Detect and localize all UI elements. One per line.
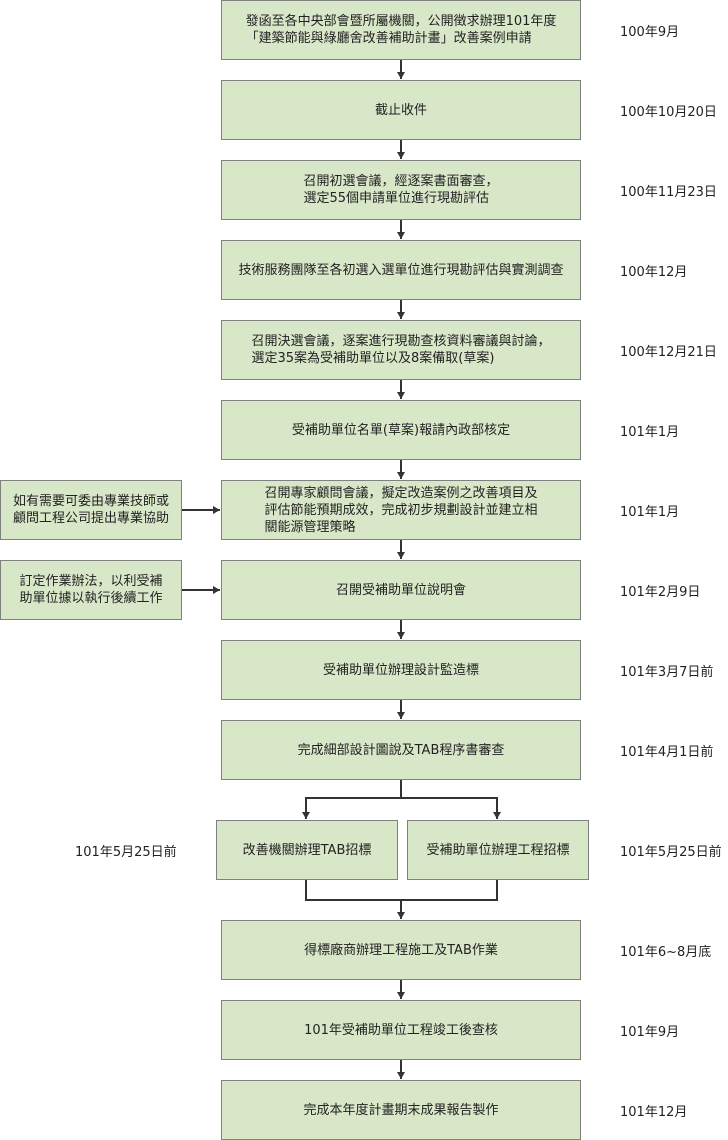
arrowhead-icon [493, 812, 501, 819]
arrowhead-icon [397, 552, 405, 559]
flow-step-split-right: 受補助單位辦理工程招標 [407, 820, 589, 880]
flow-step-split-right-text: 受補助單位辦理工程招標 [426, 842, 570, 858]
step-date: 101年1月 [620, 505, 680, 520]
flow-step: 完成本年度計畫期末成果報告製作 [221, 1080, 581, 1140]
flow-step-text: 技術服務團隊至各初選入選單位進行現勘評估與實測調查 [238, 262, 564, 278]
flow-step: 101年受補助單位工程竣工後查核 [221, 1000, 581, 1060]
arrowhead-icon [213, 586, 220, 594]
flow-step-text: 完成細部設計圖說及TAB程序書審查 [297, 742, 505, 758]
arrowhead-icon [397, 1072, 405, 1079]
connector-line [401, 797, 498, 819]
side-note-text: 如有需要可委由專業技師或 顧問工程公司提出專業協助 [12, 494, 169, 526]
step-date: 101年1月 [620, 425, 680, 440]
flow-step-text: 完成本年度計畫期末成果報告製作 [303, 1102, 499, 1118]
split-date-left: 101年5月25日前 [75, 845, 177, 860]
flow-step: 召開決選會議，逐案進行現勘查核資料審議與討論， 選定35案為受補助單位以及8案備… [221, 320, 581, 380]
flow-step: 召開專家顧問會議，擬定改造案例之改善項目及 評估節能預期成效，完成初步規劃設計並… [221, 480, 581, 540]
step-date: 100年9月 [620, 25, 680, 40]
step-date: 100年10月20日 [620, 105, 717, 120]
arrowhead-icon [302, 812, 310, 819]
flow-step: 召開受補助單位說明會 [221, 560, 581, 620]
step-date: 101年4月1日前 [620, 745, 714, 760]
arrowhead-icon [397, 72, 405, 79]
flow-step-text: 召開受補助單位說明會 [335, 582, 466, 598]
arrowhead-icon [397, 312, 405, 319]
side-note: 訂定作業辦法，以利受補 助單位據以執行後續工作 [0, 560, 182, 620]
connector-line [305, 880, 498, 901]
step-date: 101年6~8月底 [620, 945, 712, 960]
flow-step-text: 召開決選會議，逐案進行現勘查核資料審議與討論， 選定35案為受補助單位以及8案備… [251, 334, 551, 366]
side-note-text: 訂定作業辦法，以利受補 助單位據以執行後續工作 [19, 574, 163, 606]
flow-step-text: 受補助單位辦理設計監造標 [322, 662, 479, 678]
flow-step-split-left-text: 改善機關辦理TAB招標 [242, 842, 372, 858]
flow-step: 召開初選會議，經逐案書面審查， 選定55個申請單位進行現勘評估 [221, 160, 581, 220]
connector-line [305, 780, 402, 819]
flow-step: 完成細部設計圖說及TAB程序書審查 [221, 720, 581, 780]
step-date: 101年3月7日前 [620, 665, 714, 680]
split-date-right: 101年5月25日前 [620, 845, 722, 860]
step-date: 101年12月 [620, 1105, 688, 1120]
flow-step-text: 召開初選會議，經逐案書面審查， 選定55個申請單位進行現勘評估 [303, 174, 499, 206]
arrowhead-icon [213, 506, 220, 514]
flow-step: 技術服務團隊至各初選入選單位進行現勘評估與實測調查 [221, 240, 581, 300]
step-date: 100年12月 [620, 265, 688, 280]
flow-step-text: 召開專家顧問會議，擬定改造案例之改善項目及 評估節能預期成效，完成初步規劃設計並… [264, 485, 538, 535]
arrowhead-icon [397, 912, 405, 919]
arrowhead-icon [397, 992, 405, 999]
step-date: 100年11月23日 [620, 185, 717, 200]
arrowhead-icon [397, 712, 405, 719]
flow-step: 受補助單位辦理設計監造標 [221, 640, 581, 700]
arrowhead-icon [397, 232, 405, 239]
flow-step-text: 101年受補助單位工程竣工後查核 [304, 1022, 498, 1038]
flow-step-text: 受補助單位名單(草案)報請內政部核定 [291, 422, 511, 438]
flow-step: 受補助單位名單(草案)報請內政部核定 [221, 400, 581, 460]
arrowhead-icon [397, 472, 405, 479]
flow-step: 得標廠商辦理工程施工及TAB作業 [221, 920, 581, 980]
step-date: 101年9月 [620, 1025, 680, 1040]
step-date: 100年12月21日 [620, 345, 717, 360]
side-note: 如有需要可委由專業技師或 顧問工程公司提出專業協助 [0, 480, 182, 540]
arrowhead-icon [397, 632, 405, 639]
flow-step-text: 發函至各中央部會暨所屬機關，公開徵求辦理101年度 「建築節能與綠廳舍改善補助計… [245, 14, 557, 46]
flow-step-text: 得標廠商辦理工程施工及TAB作業 [304, 942, 498, 958]
arrowhead-icon [397, 152, 405, 159]
step-date: 101年2月9日 [620, 585, 701, 600]
flow-step: 發函至各中央部會暨所屬機關，公開徵求辦理101年度 「建築節能與綠廳舍改善補助計… [221, 0, 581, 60]
flow-step-split-left: 改善機關辦理TAB招標 [216, 820, 398, 880]
flow-step-text: 截止收件 [374, 102, 427, 118]
flow-step: 截止收件 [221, 80, 581, 140]
arrowhead-icon [397, 392, 405, 399]
